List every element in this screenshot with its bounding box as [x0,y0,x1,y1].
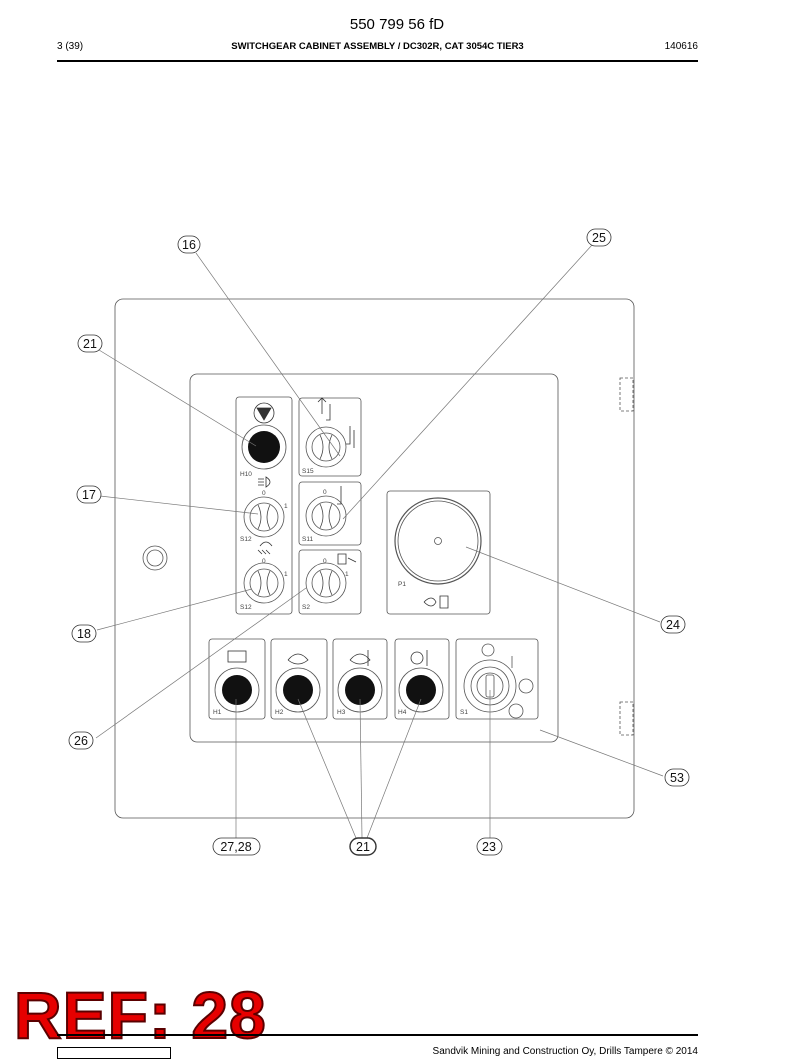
lamp-h3 [345,675,375,705]
page-header: 3 (39) SWITCHGEAR CABINET ASSEMBLY / DC3… [57,41,698,57]
svg-text:0: 0 [262,558,266,565]
callout-16: 16 [182,238,196,252]
document-number: 550 799 56 fD [349,16,445,33]
label-h4: H4 [398,709,407,716]
cabinet-lock [142,545,168,571]
lamp-h10 [248,431,280,463]
reference-stamp: REF: 28 [13,978,267,1052]
callout-23: 23 [482,840,496,854]
footer-divider [57,1034,698,1036]
control-panel-plate [189,373,559,743]
svg-text:1: 1 [284,503,288,510]
callout-24: 24 [666,618,680,632]
page-counter: 3 (39) [57,41,84,52]
hinge-bottom [619,701,634,736]
label-h2: H2 [275,709,284,716]
header-divider [57,60,698,62]
callout-25: 25 [592,231,606,245]
revision-date: 140616 [664,41,698,52]
label-h3: H3 [337,709,346,716]
callout-27-28: 27,28 [220,840,251,854]
hinge-top [619,377,634,412]
svg-text:1: 1 [345,571,349,578]
callout-17: 17 [82,488,96,502]
callout-53: 53 [670,771,684,785]
label-h10: H10 [240,471,252,478]
callout-21-upper: 21 [83,337,97,351]
company-logo [57,1047,171,1059]
callout-21-lower: 21 [356,840,370,854]
page-title: SWITCHGEAR CABINET ASSEMBLY / DC302R, CA… [231,41,524,52]
label-s11: S11 [302,536,313,543]
svg-text:1: 1 [284,571,288,578]
lamp-h1 [222,675,252,705]
label-s2: S2 [302,604,310,611]
svg-text:0: 0 [323,489,327,496]
label-s1: S1 [460,709,468,716]
label-p1: P1 [398,581,406,588]
footer-copyright: Sandvik Mining and Construction Oy, Dril… [432,1046,698,1057]
label-s12-upper: S12 [240,536,252,543]
svg-text:0: 0 [262,490,266,497]
label-s15: S15 [302,468,314,475]
svg-text:0: 0 [323,558,327,565]
label-h1: H1 [213,709,222,716]
label-s12-lower: S12 [240,604,252,611]
lamp-h4 [406,675,436,705]
callout-26: 26 [74,734,88,748]
lamp-h2 [283,675,313,705]
callout-18: 18 [77,627,91,641]
